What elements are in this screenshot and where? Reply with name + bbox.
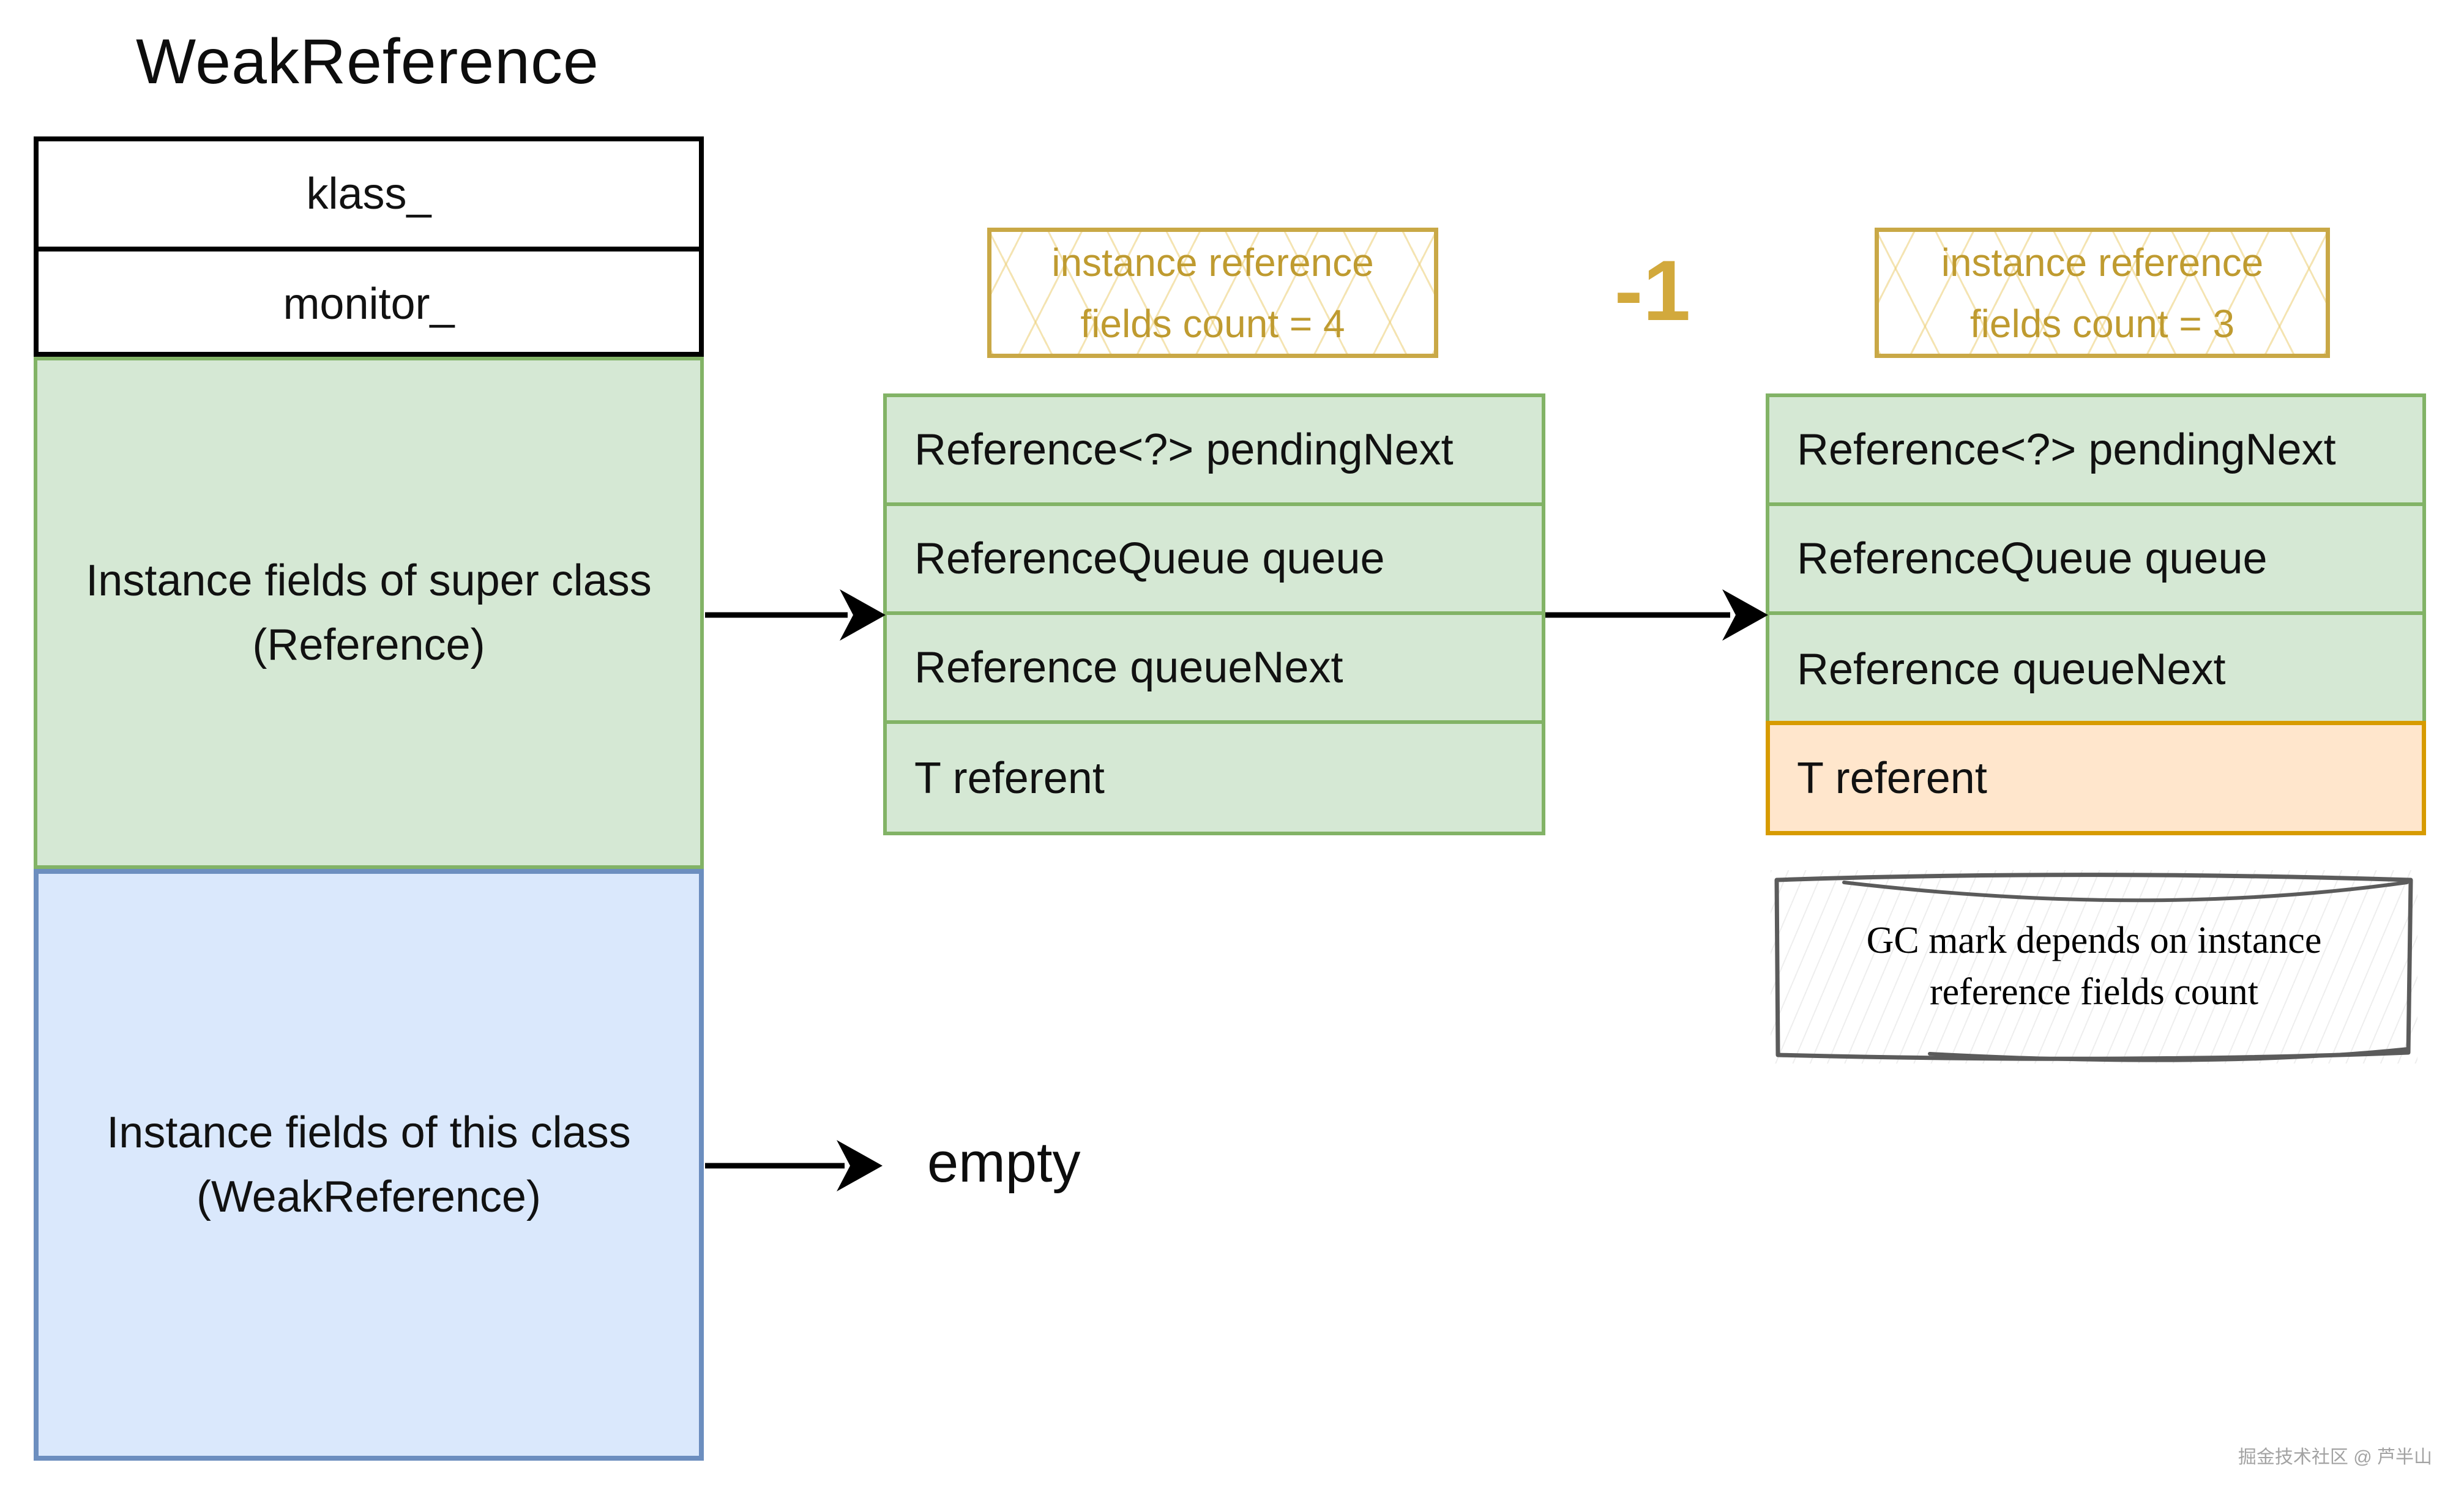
fields-count-3-label: instance reference fields count = 3 (1875, 228, 2330, 358)
fields-count-4-line1: instance reference (1051, 240, 1374, 285)
gc-note-line2: reference fields count (1929, 971, 2259, 1013)
super-class-fields-label-line1: Instance fields of super class (86, 556, 652, 606)
reference-fields-table-count3: Reference<?> pendingNext ReferenceQueue … (1766, 393, 2426, 835)
this-class-fields-block: Instance fields of this class (WeakRefer… (34, 869, 704, 1461)
gc-note-box: GC mark depends on instance reference fi… (1771, 870, 2417, 1064)
fields-count-4-line2: fields count = 4 (1080, 301, 1345, 346)
table-row: ReferenceQueue queue (1769, 506, 2422, 615)
fields-count-4-label: instance reference fields count = 4 (987, 228, 1438, 358)
table-row: T referent (914, 754, 1105, 803)
this-class-fields-label-line1: Instance fields of this class (106, 1108, 631, 1158)
minus-one-annotation: -1 (1614, 242, 1691, 338)
watermark: 掘金技术社区 @ 芦半山 (2238, 1447, 2432, 1467)
object-header-box: klass_ monitor_ (34, 136, 704, 357)
page-title: WeakReference (136, 26, 599, 97)
arrow-table-to-table (1545, 589, 1768, 641)
table-row: Reference<?> pendingNext (887, 397, 1542, 506)
gc-note-line1: GC mark depends on instance (1866, 920, 2322, 962)
fields-count-3-line2: fields count = 3 (1969, 301, 2235, 346)
super-class-fields-label-line2: (Reference) (252, 620, 485, 669)
empty-label: empty (927, 1131, 1081, 1194)
arrow-super-to-table (705, 589, 886, 641)
fields-count-3-line1: instance reference (1941, 240, 2264, 285)
arrow-this-to-empty (705, 1140, 883, 1191)
super-class-fields-block: Instance fields of super class (Referenc… (34, 357, 704, 869)
this-class-fields-label-line2: (WeakReference) (196, 1172, 541, 1221)
reference-fields-table-count4: Reference<?> pendingNext ReferenceQueue … (883, 393, 1545, 835)
klass-row: klass_ (39, 141, 699, 252)
monitor-row: monitor_ (283, 280, 455, 329)
table-row: Reference queueNext (1797, 645, 2226, 694)
table-row: Reference queueNext (887, 615, 1542, 724)
table-row: ReferenceQueue queue (887, 506, 1542, 615)
excluded-referent-row: T referent (1766, 721, 2426, 835)
table-row: Reference<?> pendingNext (1769, 397, 2422, 506)
